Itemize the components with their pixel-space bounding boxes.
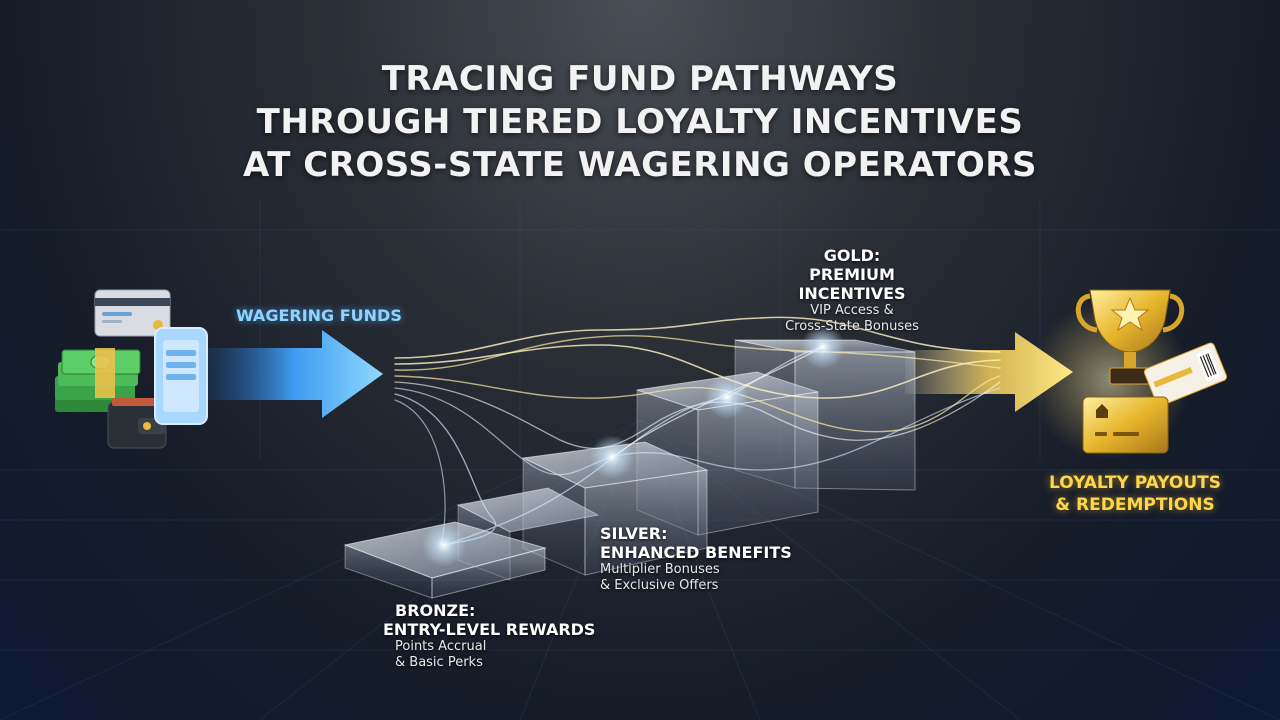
wagering-funds-label: WAGERING FUNDS xyxy=(236,306,402,325)
gold-tier-label: GOLD: PREMIUM INCENTIVES VIP Access & Cr… xyxy=(757,246,947,335)
gold-tier-desc-2: Cross-State Bonuses xyxy=(785,319,919,334)
bronze-tier-desc-1: Points Accrual xyxy=(395,639,487,654)
cash-stack-icon xyxy=(55,348,141,412)
payout-line-1: LOYALTY PAYOUTS xyxy=(1049,473,1221,493)
trophy-icon xyxy=(1075,289,1185,385)
bronze-glow-node xyxy=(422,523,466,567)
gold-tier-desc-1: VIP Access & xyxy=(810,303,894,318)
wallet-icon xyxy=(107,398,167,449)
ticket-icon xyxy=(1143,342,1227,407)
gold-tier-name: GOLD: xyxy=(823,246,881,265)
payout-line-2: & REDEMPTIONS xyxy=(1055,495,1215,515)
title-line-1: TRACING FUND PATHWAYS xyxy=(381,59,899,99)
bronze-tier-desc-2: & Basic Perks xyxy=(395,655,483,670)
silver-tier-name: SILVER: xyxy=(600,524,668,543)
gold-glow-node xyxy=(801,325,845,369)
smartphone-icon xyxy=(154,327,208,425)
title-line-2: THROUGH TIERED LOYALTY INCENTIVES xyxy=(256,102,1024,142)
silver-tier-desc-2: & Exclusive Offers xyxy=(600,578,719,593)
page-title: TRACING FUND PATHWAYS THROUGH TIERED LOY… xyxy=(0,58,1280,187)
silver-upper-glow-node xyxy=(705,375,749,419)
wagering-funds-arrow xyxy=(205,330,383,418)
gold-tier-subtitle: PREMIUM INCENTIVES xyxy=(798,265,906,303)
silver-tier-subtitle: ENHANCED BENEFITS xyxy=(600,543,792,562)
bronze-tier-label: BRONZE: ENTRY-LEVEL REWARDS Points Accru… xyxy=(383,601,603,671)
silver-tier-desc-1: Multiplier Bonuses xyxy=(600,562,720,577)
title-line-3: AT CROSS-STATE WAGERING OPERATORS xyxy=(243,145,1037,185)
bronze-tier-name: BRONZE: xyxy=(395,601,476,620)
loyalty-card-icon xyxy=(1082,396,1169,454)
bronze-tier-subtitle: ENTRY-LEVEL REWARDS xyxy=(383,620,596,639)
silver-tier-label: SILVER: ENHANCED BENEFITS Multiplier Bon… xyxy=(600,524,800,594)
loyalty-payouts-label: LOYALTY PAYOUTS & REDEMPTIONS xyxy=(1030,472,1240,516)
silver-glow-node xyxy=(590,435,634,479)
